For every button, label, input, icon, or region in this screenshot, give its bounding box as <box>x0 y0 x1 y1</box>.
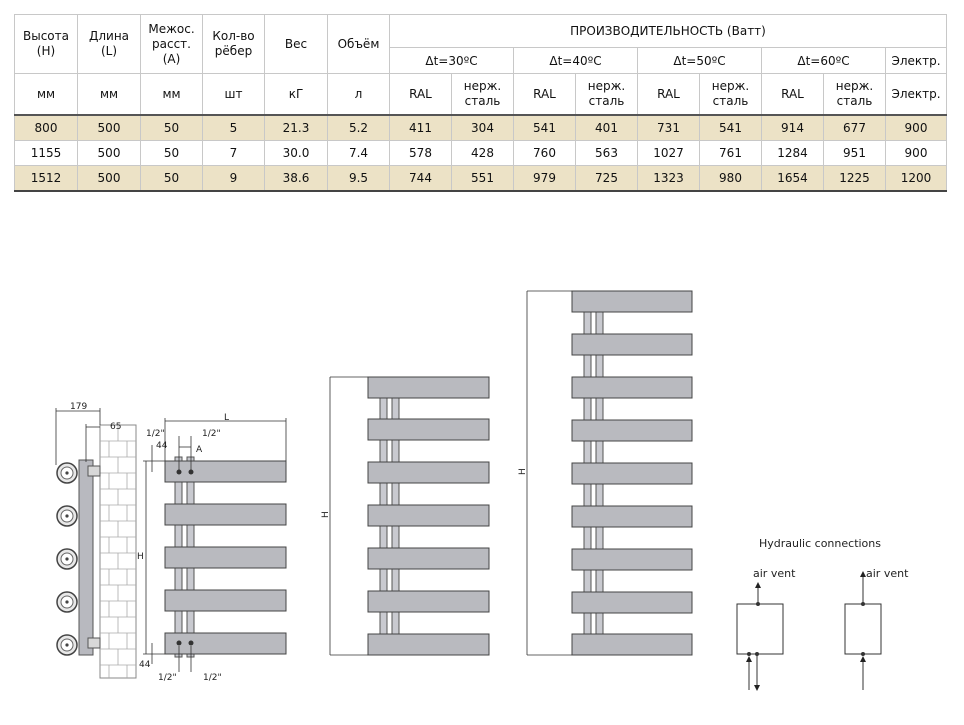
table-row: 1512 500 50 9 38.6 9.5 744 551 979 725 1… <box>14 165 947 192</box>
table-cell: 541 <box>699 114 762 141</box>
unit-ribs: шт <box>202 73 265 116</box>
table-cell: 7.4 <box>327 140 390 166</box>
unit-steel-40: нерж. сталь <box>575 73 638 116</box>
table-cell: 744 <box>389 165 452 192</box>
dim-H-medium: H <box>321 511 331 518</box>
hydraulic-connections: Hydraulic connections air vent air vent <box>736 537 909 691</box>
table-cell: 9 <box>202 165 265 192</box>
dim-179: 179 <box>70 402 87 412</box>
header-row-units: мм мм мм шт кГ л RAL нерж. сталь RAL нер… <box>14 73 947 116</box>
unit-length: мм <box>77 73 141 116</box>
table-cell: 1654 <box>761 165 824 192</box>
table-cell: 1284 <box>761 140 824 166</box>
table-cell: 500 <box>77 165 141 192</box>
air-vent-label-1: air vent <box>753 567 796 580</box>
dim-half-inch-3: 1/2" <box>158 673 177 683</box>
table-cell: 1512 <box>14 165 78 192</box>
unit-weight: кГ <box>264 73 328 116</box>
dim-65: 65 <box>110 422 121 432</box>
unit-ral-60: RAL <box>761 73 824 116</box>
header-length: Длина (L) <box>77 14 141 74</box>
table-cell: 50 <box>140 165 203 192</box>
unit-steel-60: нерж. сталь <box>823 73 886 116</box>
table-cell: 725 <box>575 165 638 192</box>
table-cell: 760 <box>513 140 576 166</box>
header-volume: Объём <box>327 14 390 74</box>
dim-half-inch-2: 1/2" <box>202 429 221 439</box>
table-row: 800 500 50 5 21.3 5.2 411 304 541 401 73… <box>14 114 947 141</box>
table-cell: 914 <box>761 114 824 141</box>
table-cell: 980 <box>699 165 762 192</box>
table-cell: 979 <box>513 165 576 192</box>
unit-ral-40: RAL <box>513 73 576 116</box>
side-view: 179 65 <box>55 402 137 679</box>
table-cell: 5.2 <box>327 114 390 141</box>
table-cell: 900 <box>885 114 947 141</box>
header-weight: Вес <box>264 14 328 74</box>
table-cell: 21.3 <box>264 114 328 141</box>
dim-half-inch-1: 1/2" <box>146 429 165 439</box>
dim-H-small: H <box>137 552 144 562</box>
unit-volume: л <box>327 73 390 116</box>
table-cell: 1225 <box>823 165 886 192</box>
header-dt60: Δt=60ºC <box>761 47 886 74</box>
table-cell: 761 <box>699 140 762 166</box>
table-cell: 500 <box>77 114 141 141</box>
dim-H-large: H <box>518 468 528 475</box>
header-row-dt: Δt=30ºC Δt=40ºC Δt=50ºC Δt=60ºC Электр. <box>15 47 947 74</box>
header-dt40: Δt=40ºC <box>513 47 638 74</box>
header-performance: ПРОИЗВОДИТЕЛЬНОСТЬ (Ватт) <box>389 14 947 48</box>
table-cell: 50 <box>140 140 203 166</box>
dim-44-top: 44 <box>156 441 168 451</box>
header-ribs: Кол-во рёбер <box>202 14 265 74</box>
table-cell: 30.0 <box>264 140 328 166</box>
front-view-large: H <box>518 290 693 656</box>
header-spacing: Межос. расст. (A) <box>140 14 203 74</box>
header-dt30: Δt=30ºC <box>389 47 514 74</box>
air-vent-label-2: air vent <box>866 567 909 580</box>
header-height: Высота (H) <box>14 14 78 74</box>
header-dt50: Δt=50ºC <box>637 47 762 74</box>
table-cell: 50 <box>140 114 203 141</box>
table-cell: 7 <box>202 140 265 166</box>
front-view-small: L 1/2" 1/2" 44 A H 44 1/2" 1/2" <box>137 413 287 683</box>
table-cell: 1200 <box>885 165 947 192</box>
dim-half-inch-4: 1/2" <box>203 673 222 683</box>
table-cell: 1155 <box>14 140 78 166</box>
unit-steel-30: нерж. сталь <box>451 73 514 116</box>
table-cell: 9.5 <box>327 165 390 192</box>
header-electric: Электр. <box>885 47 947 74</box>
spec-table: Высота (H) Длина (L) Межос. расст. (A) К… <box>14 14 947 192</box>
table-cell: 731 <box>637 114 700 141</box>
table-cell: 563 <box>575 140 638 166</box>
table-row: 1155 500 50 7 30.0 7.4 578 428 760 563 1… <box>14 140 947 166</box>
table-cell: 951 <box>823 140 886 166</box>
dim-44-bottom: 44 <box>139 660 151 670</box>
unit-ral-50: RAL <box>637 73 700 116</box>
table-cell: 551 <box>451 165 514 192</box>
table-cell: 541 <box>513 114 576 141</box>
hydraulic-title: Hydraulic connections <box>759 537 881 550</box>
table-cell: 428 <box>451 140 514 166</box>
unit-steel-50: нерж. сталь <box>699 73 762 116</box>
unit-height: мм <box>14 73 78 116</box>
unit-electric: Электр. <box>885 73 947 116</box>
header-row-top: Высота (H) Длина (L) Межос. расст. (A) К… <box>14 14 947 74</box>
table-cell: 38.6 <box>264 165 328 192</box>
table-cell: 1027 <box>637 140 700 166</box>
table-cell: 578 <box>389 140 452 166</box>
dim-L-small: L <box>224 413 229 423</box>
front-view-medium: H <box>321 376 490 656</box>
table-cell: 900 <box>885 140 947 166</box>
table-cell: 401 <box>575 114 638 141</box>
dim-A: A <box>196 445 203 455</box>
table-cell: 677 <box>823 114 886 141</box>
unit-ral-30: RAL <box>389 73 452 116</box>
